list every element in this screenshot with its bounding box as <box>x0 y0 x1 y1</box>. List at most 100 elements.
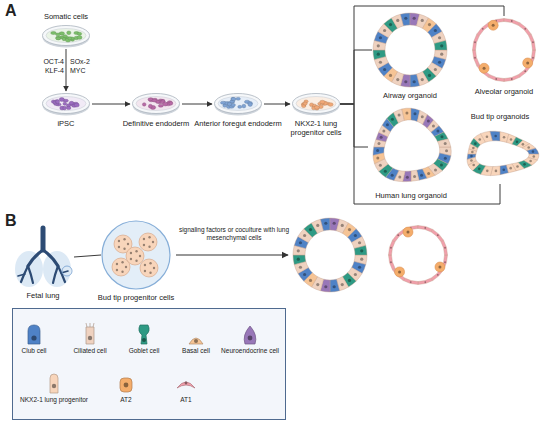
cell-nucleus <box>354 273 357 276</box>
node-label: Definitive endoderm <box>123 119 190 128</box>
organoid-cell <box>330 279 340 292</box>
legend-icon <box>176 372 196 394</box>
node-label: Fetal lung <box>27 291 60 300</box>
organoid-cell <box>431 268 443 280</box>
airway-branch <box>53 266 58 283</box>
cell-nucleus <box>516 165 519 168</box>
organoid-cell <box>433 159 448 171</box>
cell-nucleus <box>377 53 380 56</box>
airway-organoid-outline <box>372 12 448 88</box>
cell-nucleus <box>309 279 312 282</box>
connector <box>340 104 500 204</box>
cell-nucleus <box>432 124 435 127</box>
organoid-cell <box>504 19 520 26</box>
organoid-cell <box>467 154 476 159</box>
cell-nucleus <box>348 228 351 231</box>
cell-nucleus <box>404 80 407 83</box>
dish-cell <box>238 105 242 108</box>
organoid-cell <box>320 279 330 292</box>
organoid-cell <box>410 74 420 87</box>
cell-nucleus <box>397 274 399 276</box>
organoid-cell <box>437 139 450 147</box>
legend-item: Goblet cell <box>104 323 184 355</box>
node-label: Bud tip organoids <box>471 112 529 121</box>
cell-nucleus <box>406 231 409 234</box>
organoid-cell <box>330 218 340 231</box>
cell-nucleus <box>526 61 529 64</box>
dish-cell <box>77 32 82 35</box>
organoid-cell <box>488 75 504 82</box>
cell-nucleus <box>404 17 407 20</box>
dish-cell <box>63 102 67 105</box>
dish-cell <box>220 101 225 104</box>
cell-nucleus <box>444 142 447 145</box>
organoid-cell <box>392 268 404 280</box>
cell-nucleus <box>434 169 437 172</box>
cell-nucleus <box>383 68 386 71</box>
cell-nucleus <box>118 240 120 242</box>
cell-nucleus <box>354 234 357 237</box>
legend-swatch <box>244 326 256 344</box>
organoid-cell <box>428 63 442 77</box>
cell-nucleus <box>413 175 416 178</box>
airway-branch <box>41 228 46 250</box>
cell-nucleus <box>398 270 401 273</box>
cell-nucleus <box>421 115 424 118</box>
cell-nucleus <box>509 167 512 170</box>
legend-icon <box>240 323 260 345</box>
legend-swatch <box>189 338 203 344</box>
cell-nucleus <box>341 283 344 286</box>
legend-icon <box>80 323 100 345</box>
legend-icon <box>24 323 44 345</box>
organoid-cell <box>304 223 318 237</box>
cell-nucleus <box>377 44 380 47</box>
cell-nucleus <box>127 243 129 245</box>
organoid-cell <box>473 34 480 50</box>
cell-nucleus <box>529 160 532 163</box>
factor-label: OCT-4 KLF-4 <box>38 58 64 75</box>
organoid-cell <box>517 140 530 148</box>
cell-nucleus <box>406 176 409 179</box>
cell-nucleus <box>527 146 530 149</box>
organoid-cell <box>418 278 433 285</box>
cell-nucleus <box>427 172 430 175</box>
organoid-cell <box>298 268 312 282</box>
cell-nucleus <box>324 222 327 225</box>
legend-icon <box>186 323 206 345</box>
cell-nucleus <box>474 41 476 43</box>
cell-nucleus <box>248 336 253 341</box>
legend-item: Ciliated cell <box>50 323 130 355</box>
cell-nucleus <box>495 78 497 80</box>
dish-cell <box>163 102 168 106</box>
cell-nucleus <box>143 244 145 246</box>
organoid-cell <box>500 165 508 175</box>
node-label: Alveolar organoid <box>475 87 533 96</box>
dish-cell <box>56 36 62 40</box>
progenitor-dish: NKX2-1 lung progenitor cells <box>292 92 340 116</box>
node-label: Somatic cells <box>44 12 88 21</box>
cell-nucleus <box>358 266 361 269</box>
node-label: Human lung organoid <box>375 191 447 200</box>
organoid-cell <box>389 240 396 255</box>
dish-cell <box>67 31 71 35</box>
connector <box>182 104 212 105</box>
cell-nucleus <box>142 338 146 342</box>
cell-nucleus <box>144 270 146 272</box>
fetal-lung-outline <box>12 226 74 288</box>
node-label: Bud tip progenitor cells <box>98 293 174 302</box>
cell-nucleus <box>149 272 151 274</box>
organoid-cell <box>402 108 411 120</box>
dish-cell <box>59 98 64 102</box>
cell-nucleus <box>360 249 363 252</box>
cell-nucleus <box>474 142 477 145</box>
cell-nucleus <box>438 61 441 64</box>
dish-cell <box>63 35 68 38</box>
organoid-cell <box>403 226 418 233</box>
legend-item: Club cell <box>0 323 74 355</box>
organoid-cell <box>473 164 486 175</box>
organoid-cell <box>384 68 398 82</box>
organoid-cell <box>343 273 357 287</box>
dish-cell <box>153 98 158 101</box>
organoid-cell <box>441 240 448 255</box>
dish-rim <box>43 26 90 46</box>
